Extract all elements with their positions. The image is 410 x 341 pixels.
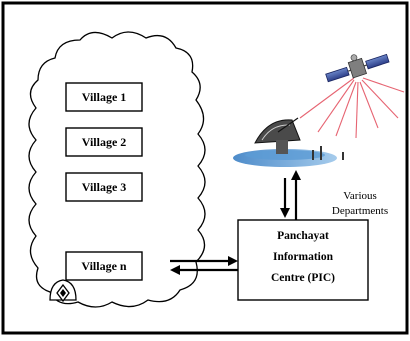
pic-label-line2: Information [272,251,334,263]
satellite-beams [299,77,405,139]
pic-label-line3: Centre (PIC) [271,272,335,284]
pic-label-line1: Panchayat [277,230,329,242]
village-label-3: Village 3 [81,180,127,194]
satellite-dish-icon [233,117,344,167]
village-box-n [65,251,143,281]
outer-frame [1,1,409,335]
village-label-n: Village n [81,259,127,273]
village-box-3 [65,172,143,202]
village-label-1: Village 1 [81,90,127,104]
village-box-1 [65,82,143,112]
village-label-2: Village 2 [81,135,127,149]
pic-dish-arrows [280,170,301,220]
pic-box [237,219,369,301]
departments-label-line1: Various [343,190,377,202]
departments-label-line2: Departments [331,205,389,217]
village-pic-arrows [170,256,238,275]
satellite-icon [325,53,390,83]
village-box-2 [65,127,143,157]
village-dome-icon [49,279,77,303]
